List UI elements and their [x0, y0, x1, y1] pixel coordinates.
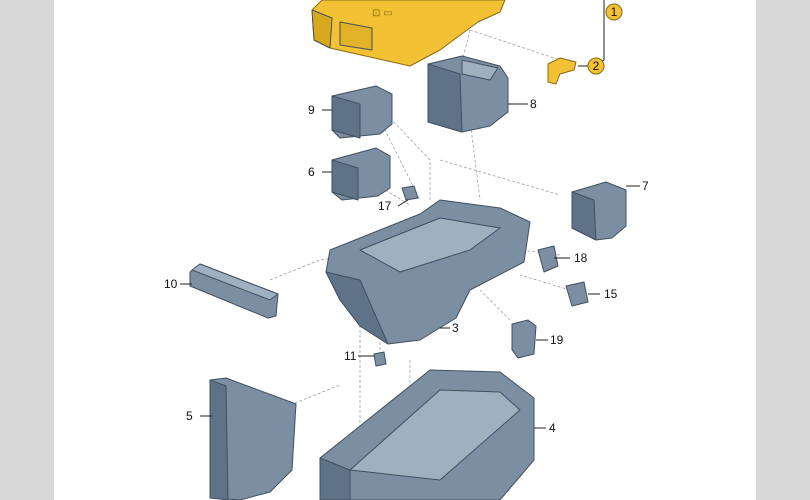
part-17-small-fuse	[401, 185, 419, 201]
left-margin	[0, 0, 54, 500]
part-11-grommet	[373, 351, 387, 367]
part-5-bracket	[209, 377, 297, 500]
right-margin	[756, 0, 810, 500]
callout-19-label: 19	[550, 333, 564, 347]
callout-4-label: 4	[549, 421, 556, 435]
callout-6-label: 6	[308, 165, 315, 179]
callout-2: 2	[587, 57, 605, 75]
part-18-fuse	[537, 245, 559, 273]
part-2-clip	[547, 57, 577, 85]
callout-10-label: 10	[164, 277, 178, 291]
callout-7-label: 7	[642, 179, 649, 193]
callout-17-label: 17	[378, 199, 392, 213]
callout-8-label: 8	[530, 97, 537, 111]
part-15-fuse	[565, 281, 589, 307]
part-8-relay-holder	[427, 55, 509, 133]
callout-3-label: 3	[452, 321, 459, 335]
part-9-connector-block	[331, 85, 393, 139]
part-10-fuse-strip	[189, 263, 279, 319]
callout-18-label: 18	[574, 251, 588, 265]
part-3-fuse-box-body	[325, 199, 531, 345]
part-6-connector-block	[331, 147, 391, 201]
part-1-cover: ⊡ ▭	[311, 0, 506, 67]
callout-5-label: 5	[186, 409, 193, 423]
cover-symbol: ⊡ ▭	[372, 8, 393, 19]
callout-9-label: 9	[308, 103, 315, 117]
part-7-connector-housing	[571, 181, 627, 241]
callout-1-label: 1	[611, 5, 618, 19]
callout-1: 1	[605, 3, 623, 21]
part-4-lower-housing	[319, 369, 535, 500]
callout-11-label: 11	[344, 349, 357, 363]
callout-15-label: 15	[604, 287, 618, 301]
callout-2-label: 2	[593, 59, 600, 73]
part-19-relay	[511, 319, 537, 359]
